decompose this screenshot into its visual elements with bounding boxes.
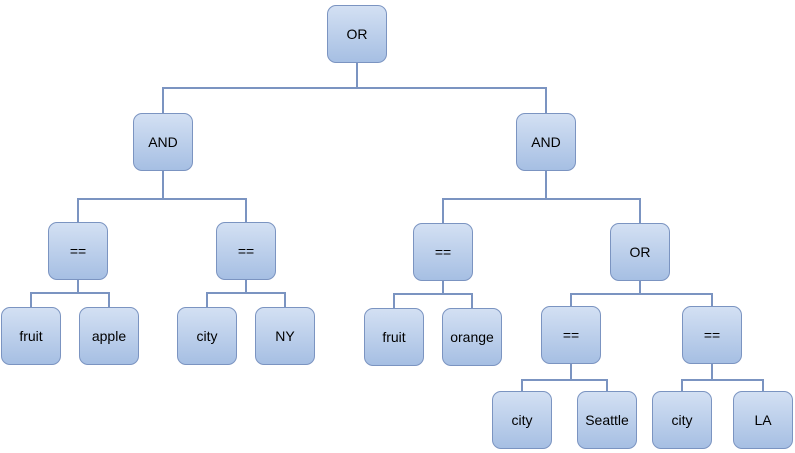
connector-andright-to-children <box>442 171 641 223</box>
node-leaf-city-3: city <box>652 391 712 449</box>
connector-eq-city-seattle <box>521 364 608 391</box>
connector-eq-fruit-orange <box>393 281 473 308</box>
node-leaf-city-1: city <box>177 307 237 365</box>
node-eq-fruit-apple: == <box>48 222 108 280</box>
node-leaf-orange: orange <box>442 308 502 366</box>
connector-root-to-ands <box>162 62 547 113</box>
node-leaf-fruit-2: fruit <box>364 308 424 366</box>
node-leaf-ny: NY <box>255 307 315 365</box>
connector-andleft-to-eqs <box>77 171 247 222</box>
connector-eq-city-ny <box>206 280 286 307</box>
connector-eq-city-la <box>681 364 764 391</box>
node-eq-city-ny: == <box>216 222 276 280</box>
node-eq-city-la: == <box>682 306 742 364</box>
node-leaf-apple: apple <box>79 307 139 365</box>
connector-eq-fruit-apple <box>30 280 110 307</box>
connector-or2-to-eqs <box>570 281 713 306</box>
node-leaf-la: LA <box>733 391 793 449</box>
node-and-right: AND <box>516 113 576 171</box>
node-and-left: AND <box>133 113 193 171</box>
node-or-inner: OR <box>610 223 670 281</box>
node-leaf-seattle: Seattle <box>577 391 637 449</box>
node-leaf-fruit-1: fruit <box>1 307 61 365</box>
node-or-root: OR <box>327 5 387 63</box>
node-eq-city-seattle: == <box>541 306 601 364</box>
node-eq-fruit-orange: == <box>413 223 473 281</box>
node-leaf-city-2: city <box>492 391 552 449</box>
